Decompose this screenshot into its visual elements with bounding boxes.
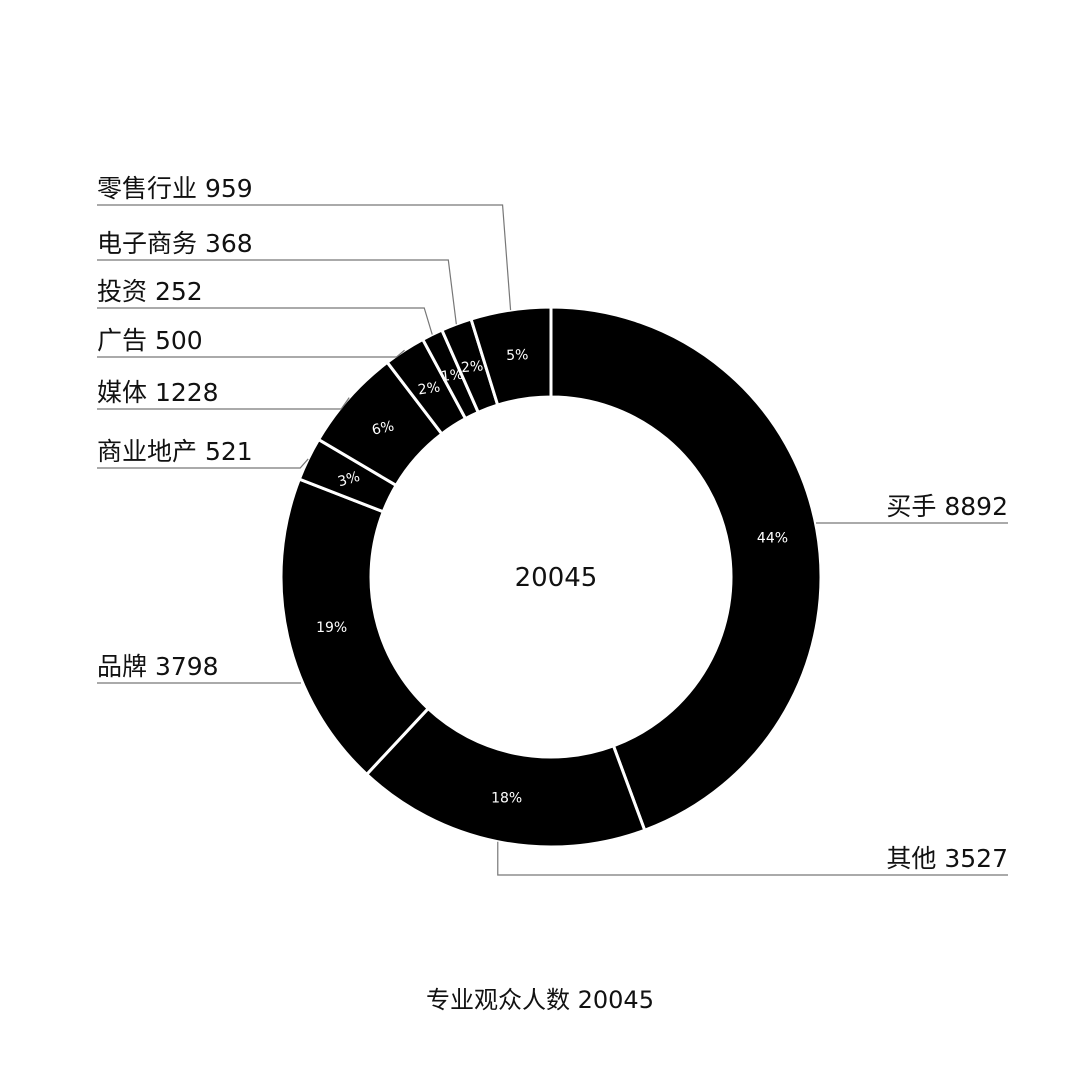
percent-label: 5%	[506, 347, 529, 364]
leader-line	[97, 204, 512, 311]
leader-line	[97, 307, 433, 335]
donut-slice-8	[469, 305, 553, 407]
category-label: 广告 500	[97, 326, 203, 355]
category-label: 媒体 1228	[97, 378, 219, 407]
donut-slices	[279, 305, 823, 849]
percent-label: 3%	[336, 469, 362, 491]
leader-line	[97, 458, 309, 469]
category-label: 品牌 3798	[97, 652, 219, 681]
leader-lines	[97, 204, 1008, 876]
leader-line	[97, 259, 457, 325]
category-labels: 买手 8892 其他 3527 品牌 3798 商业地产 521 媒体 1228 广告 5…	[97, 174, 1008, 873]
percent-labels: 44% 18% 19% 3% 6% 2%1%2% 5%	[316, 347, 788, 806]
donut-slice-0	[549, 305, 823, 833]
category-label: 零售行业 959	[97, 174, 253, 203]
percent-label: 2%	[417, 379, 441, 398]
percent-label: 19%	[316, 620, 347, 636]
percent-label: 44%	[757, 530, 788, 546]
chart-caption: 专业观众人数 20045	[426, 986, 654, 1014]
leader-line	[97, 397, 350, 410]
leader-line	[497, 841, 1008, 876]
category-label: 其他 3527	[886, 844, 1008, 873]
center-total-label: 20045	[515, 563, 598, 593]
percent-label: 2%	[460, 358, 484, 376]
percent-label: 6%	[371, 418, 396, 438]
category-label: 投资 252	[97, 277, 203, 306]
leader-line	[97, 349, 405, 358]
category-label: 买手 8892	[886, 492, 1008, 521]
donut-slice-2	[279, 477, 431, 777]
category-label: 商业地产 521	[97, 437, 253, 466]
category-label: 电子商务 368	[97, 229, 253, 258]
percent-label: 18%	[491, 791, 522, 807]
percent-label: 1%	[440, 367, 464, 385]
